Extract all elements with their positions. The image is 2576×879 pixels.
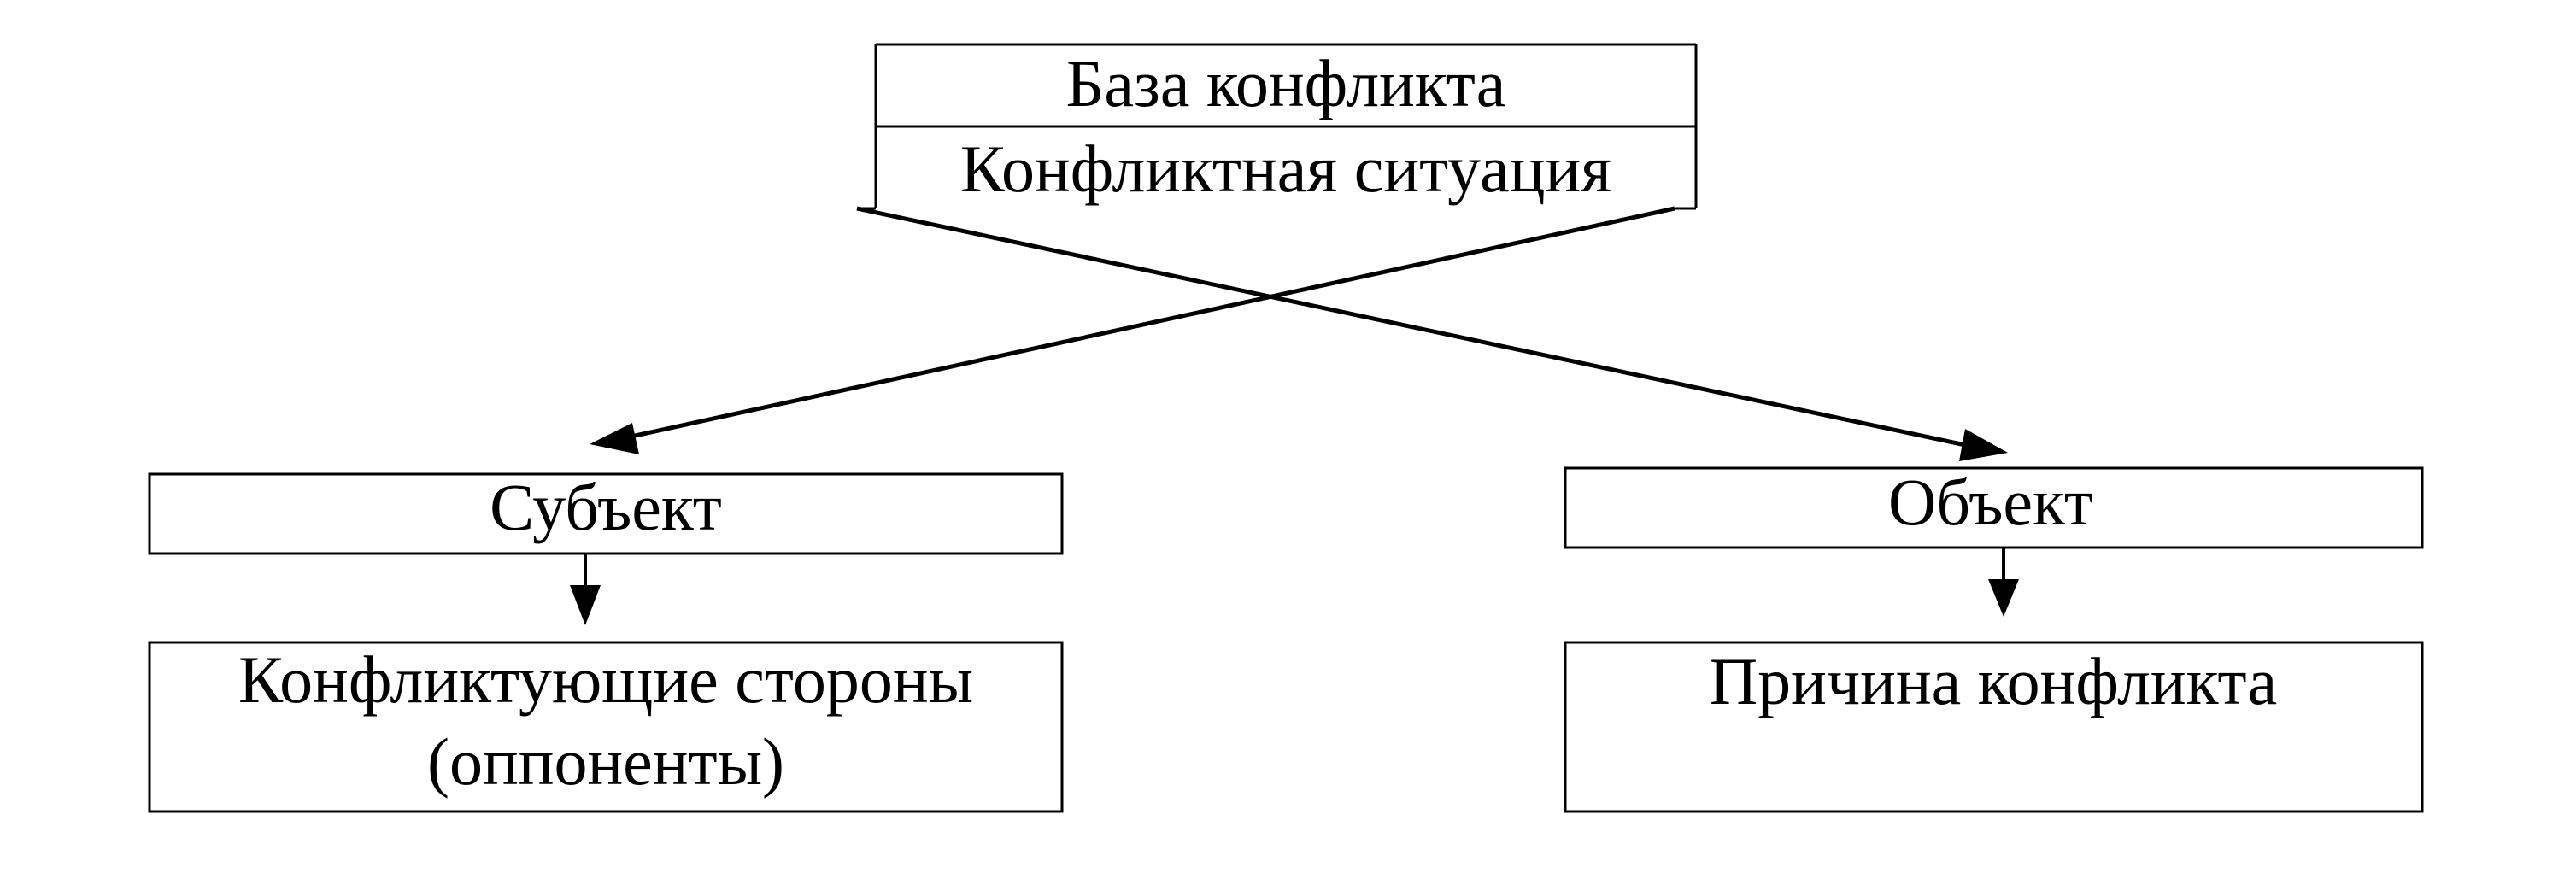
arrowhead-to-object-icon (1959, 429, 2008, 461)
object-box (1564, 466, 2424, 549)
cause-box (1564, 641, 2424, 813)
parties-line1: Конфликтующие стороны (238, 642, 973, 717)
top-box-subtitle: Конфликтная ситуация (960, 132, 1611, 206)
connector-to-object (856, 206, 1970, 448)
subject-label: Субъект (490, 470, 722, 544)
crossing-connectors (619, 206, 1970, 448)
parties-line2: (оппоненты) (427, 724, 784, 799)
subject-box (148, 472, 1064, 555)
subject-down-arrowhead-icon (570, 585, 601, 625)
object-label: Объект (1888, 465, 2093, 539)
top-box-title: База конфликта (1066, 46, 1506, 120)
cause-line1: Причина конфликта (1710, 644, 2277, 718)
connector-to-subject (619, 206, 1675, 442)
top-box (857, 43, 1698, 210)
arrowhead-to-subject-icon (590, 423, 639, 454)
parties-box (148, 641, 1064, 813)
object-down-arrowhead-icon (1988, 579, 2019, 617)
